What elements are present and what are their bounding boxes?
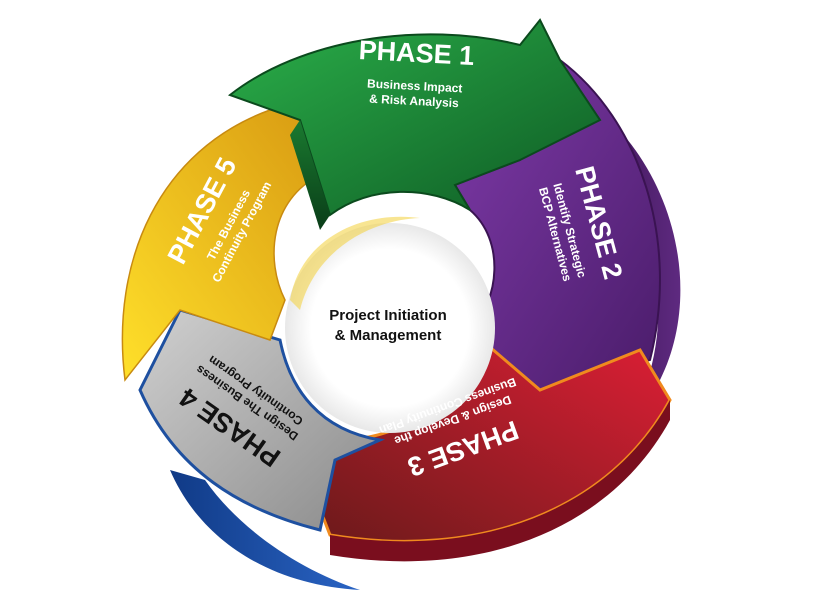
center-label-line1: Project Initiation [329, 307, 447, 324]
phase-1-segment [227, 18, 602, 217]
phase-1-label: PHASE 1 Business Impact & Risk Analysis [358, 35, 475, 111]
hole-inner-shadow [290, 216, 420, 310]
phase-1-side [290, 120, 330, 230]
center-label-line2: & Management [335, 327, 442, 344]
phase-1-line2: & Risk Analysis [369, 92, 460, 111]
ring-base-blue [170, 470, 360, 590]
center-hole [285, 223, 495, 433]
phase-1-line1: Business Impact [367, 76, 463, 95]
phase-2-side [595, 120, 681, 400]
phase-3-side [330, 400, 670, 562]
phase-4-segment [138, 308, 386, 532]
phase-2-segment [453, 58, 661, 392]
phase-1-title: PHASE 1 [358, 35, 475, 71]
